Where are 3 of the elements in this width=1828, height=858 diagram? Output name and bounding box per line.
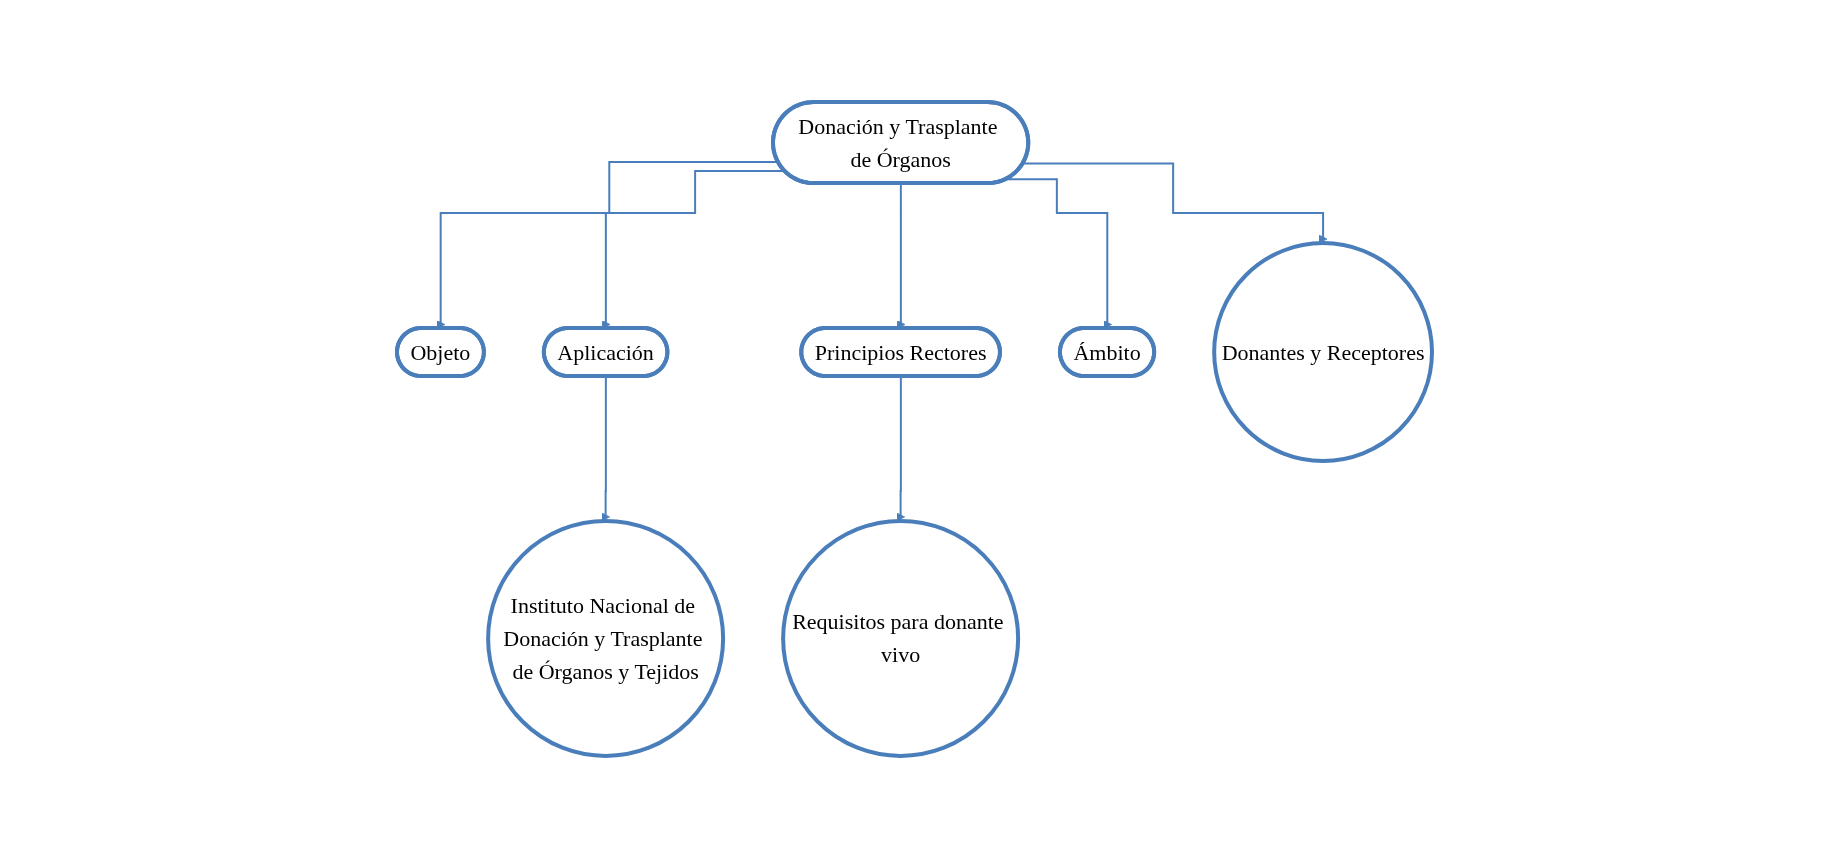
node-circle: Instituto Nacional de Donación y Trasplante de Órganos y Tejidos [485, 518, 725, 758]
node-circle: Donantes y Receptores [1211, 241, 1434, 463]
node-circle: Requisitos para donante vivo [780, 518, 1020, 758]
